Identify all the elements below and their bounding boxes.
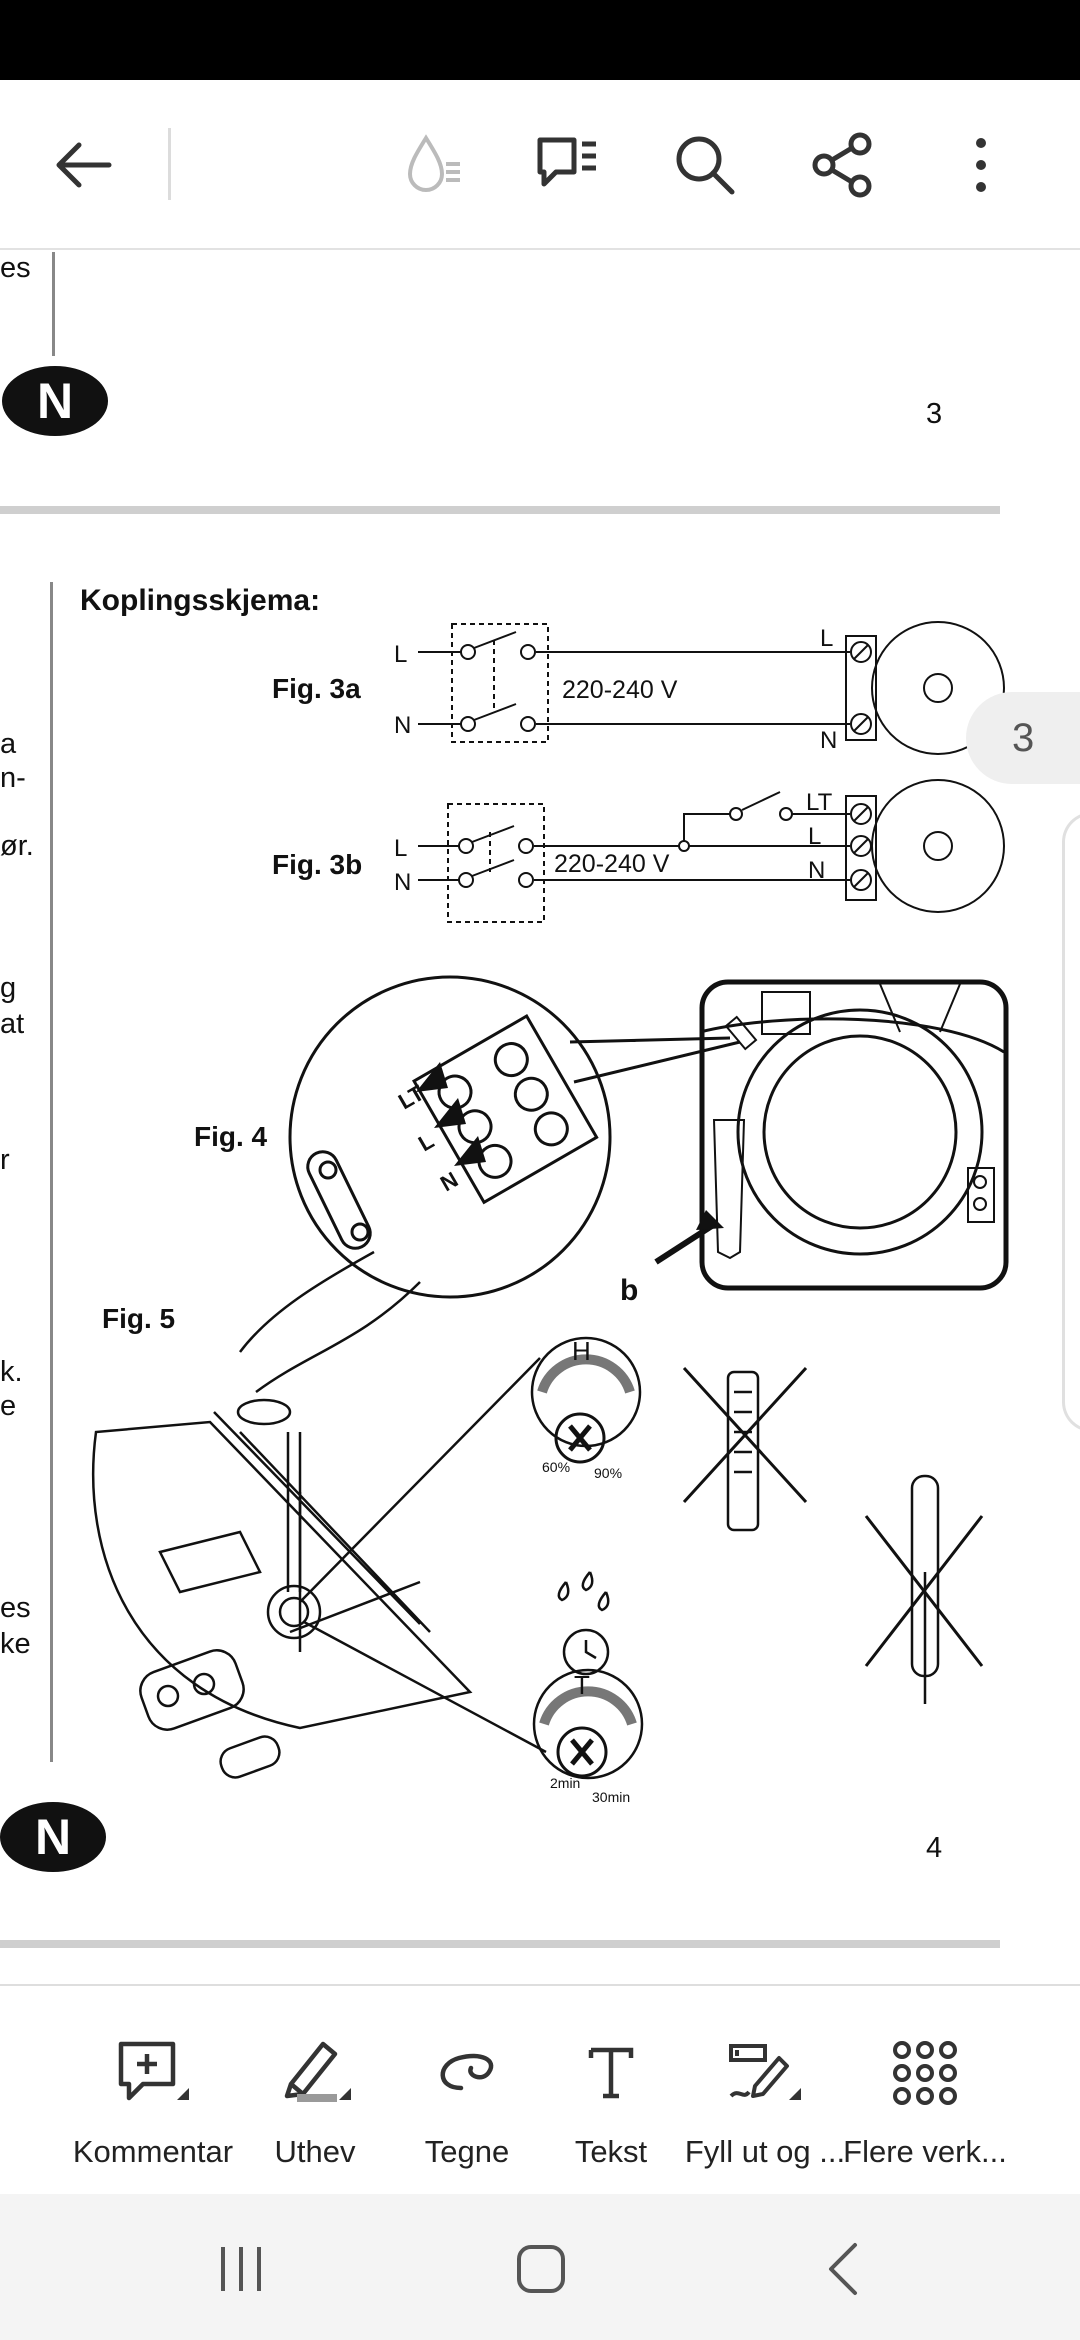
- page3-n-badge: N: [2, 366, 108, 436]
- comments-icon: [537, 137, 596, 187]
- comments-button[interactable]: [522, 120, 612, 210]
- timer-knob-min: 2min: [550, 1775, 580, 1791]
- fig3a-terminal-N: N: [820, 727, 837, 754]
- more-vertical-icon: [976, 138, 986, 192]
- page3-left-fragment: es: [0, 252, 31, 284]
- fig3b-label: Fig. 3b: [272, 849, 362, 880]
- scroll-handle[interactable]: [1062, 812, 1080, 1432]
- more-button[interactable]: [936, 120, 1026, 210]
- page4-heading: Koplingsskjema:: [80, 584, 320, 617]
- fig3b-terminal-LT: LT: [806, 789, 833, 816]
- fig3a-label: Fig. 3a: [272, 673, 361, 704]
- humidity-knob-letter: H: [572, 1336, 591, 1366]
- tool-tegne[interactable]: Tegne: [382, 1986, 552, 2196]
- page4-rule: [50, 582, 53, 1762]
- tool-fyll-ut-label: Fyll ut og ...: [684, 2134, 846, 2169]
- back-icon: [829, 2243, 857, 2295]
- page4-left-fragment: at: [0, 1008, 25, 1040]
- fig4-label-b: b: [620, 1274, 638, 1307]
- page4-left-fragment: ør.: [0, 830, 34, 862]
- fig4-terminal-L: L: [414, 1128, 438, 1156]
- page4-left-fragment: e: [0, 1390, 17, 1422]
- fig3a-wire-L: L: [394, 641, 407, 668]
- page3-rule: [52, 252, 55, 356]
- humidity-knob-max: 90%: [594, 1465, 622, 1481]
- page-separator: [0, 1940, 1000, 1948]
- tool-uthev[interactable]: Uthev: [230, 1986, 400, 2196]
- bottom-toolbar: Kommentar Uthev Tegne Tekst: [0, 1984, 1080, 2194]
- search-icon: [676, 136, 735, 195]
- document-viewer[interactable]: es N 3 a n- ør. g at r k. e es ke Koplin…: [0, 252, 1080, 1982]
- fig3b-wire-L: L: [394, 835, 407, 862]
- comment-add-icon: [118, 2041, 189, 2101]
- highlighter-icon: [284, 2041, 351, 2102]
- timer-knob-max: 30min: [592, 1789, 630, 1805]
- fig3b-terminal-L: L: [808, 823, 821, 850]
- wiring-diagrams: Koplingsskjema: Fig. 3a L N: [80, 584, 1009, 1805]
- home-button[interactable]: [486, 2224, 596, 2314]
- fig4-terminal-N: N: [436, 1167, 462, 1197]
- page4-number: 4: [926, 1832, 943, 1864]
- system-back-button[interactable]: [790, 2224, 900, 2314]
- tool-flere-verktoy[interactable]: Flere verk...: [840, 1986, 1010, 2196]
- app-bar: [0, 80, 1080, 250]
- tool-fyll-ut[interactable]: Fyll ut og ...: [680, 1986, 850, 2196]
- share-icon: [812, 132, 872, 198]
- tool-tekst[interactable]: Tekst: [526, 1986, 696, 2196]
- tool-uthev-label: Uthev: [274, 2134, 356, 2169]
- arrow-left-icon: [56, 142, 112, 188]
- fig3b-wire-N: N: [394, 869, 411, 896]
- tool-tegne-label: Tegne: [424, 2134, 510, 2169]
- reading-mode-icon: [407, 134, 460, 192]
- back-button[interactable]: [38, 120, 128, 210]
- home-icon: [517, 2245, 565, 2293]
- page4-n-badge: N: [0, 1802, 106, 1872]
- fill-sign-icon: [729, 2044, 801, 2100]
- recent-apps-icon: [221, 2247, 261, 2291]
- page4-left-fragment: k.: [0, 1356, 23, 1388]
- fig3a-wire-N: N: [394, 712, 411, 739]
- fig3b-terminal-N: N: [808, 857, 825, 884]
- page4-left-fragment: es: [0, 1592, 31, 1624]
- page4-left-fragment: g: [0, 972, 17, 1004]
- fig4-label: Fig. 4: [194, 1121, 268, 1152]
- recent-apps-button[interactable]: [186, 2224, 296, 2314]
- page4-left-fragment: n-: [0, 762, 26, 794]
- fig5-label: Fig. 5: [102, 1303, 175, 1334]
- app-bar-divider: [168, 128, 171, 200]
- fig3a-terminal-L: L: [820, 625, 833, 652]
- timer-knob-letter: T: [574, 1670, 590, 1700]
- search-button[interactable]: [660, 120, 750, 210]
- page4-left-fragment: ke: [0, 1628, 31, 1660]
- grid-more-icon: [893, 2041, 957, 2105]
- tool-kommentar[interactable]: Kommentar: [68, 1986, 238, 2196]
- tool-tekst-label: Tekst: [574, 2134, 648, 2169]
- tool-flere-verktoy-label: Flere verk...: [843, 2134, 1007, 2169]
- page-separator: [0, 506, 1000, 514]
- page-indicator: 3: [966, 692, 1080, 784]
- tool-kommentar-label: Kommentar: [72, 2134, 234, 2169]
- page4-left-fragment: r: [0, 1144, 10, 1176]
- fig3b-voltage: 220-240 V: [554, 850, 670, 878]
- status-bar: [0, 0, 1080, 80]
- draw-icon: [440, 2053, 494, 2091]
- text-icon: [588, 2047, 634, 2099]
- system-nav-bar: [0, 2194, 1080, 2340]
- fig3a-voltage: 220-240 V: [562, 676, 678, 704]
- page3-number: 3: [926, 398, 943, 430]
- reading-mode-button[interactable]: [388, 120, 478, 210]
- share-button[interactable]: [798, 120, 888, 210]
- humidity-knob-min: 60%: [542, 1459, 570, 1475]
- page4-left-fragment: a: [0, 728, 17, 760]
